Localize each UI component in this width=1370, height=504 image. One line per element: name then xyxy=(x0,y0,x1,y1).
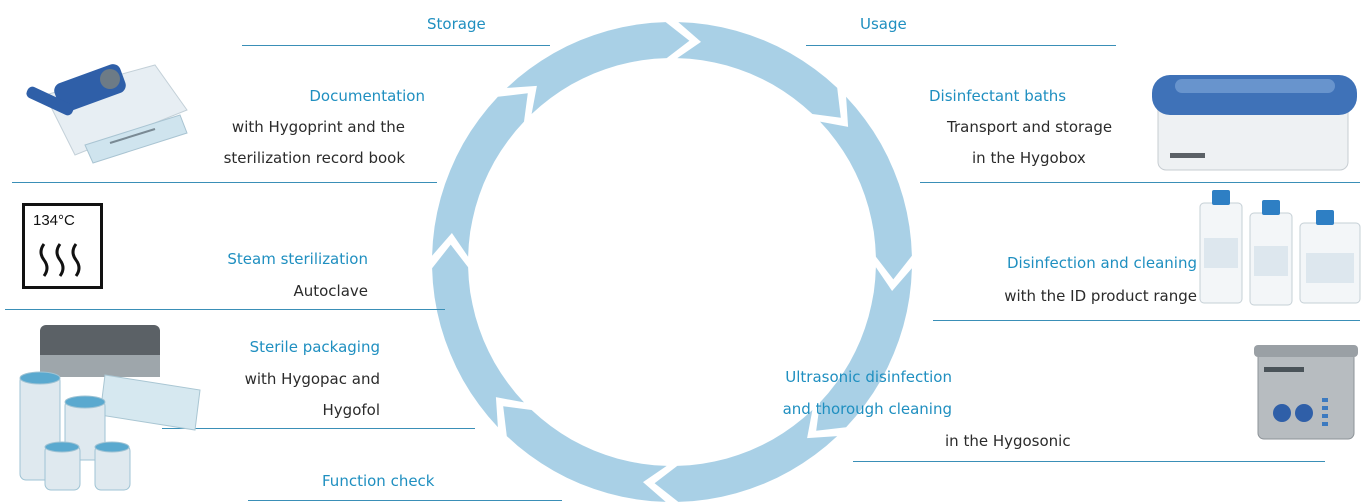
cycle-arrow-segment xyxy=(677,22,841,118)
packaging-title: Sterile packaging xyxy=(249,338,380,356)
ultrasonic-rule xyxy=(853,461,1325,462)
function-check-title: Function check xyxy=(322,472,435,490)
function-check-rule xyxy=(248,500,562,501)
cycle-arrow-segment xyxy=(816,267,912,431)
usage-rule xyxy=(806,45,1116,46)
steam-title: Steam sterilization xyxy=(227,250,368,268)
packaging-rule xyxy=(162,428,475,429)
cycle-arrow-segment xyxy=(654,410,838,502)
baths-rule xyxy=(920,182,1360,183)
packaging-line-1: with Hygopac and xyxy=(244,370,380,388)
cycle-arrow-segment xyxy=(503,406,667,502)
storage-title: Storage xyxy=(427,15,486,33)
hygobox-illustration xyxy=(1152,75,1357,171)
steam-rule xyxy=(5,309,445,310)
steam-waves-icon xyxy=(39,243,81,277)
baths-line-2: in the Hygobox xyxy=(972,149,1086,167)
hygosonic-illustration xyxy=(1254,345,1358,440)
cycle-arrow-segment xyxy=(506,22,690,115)
hygoprint-illustration xyxy=(26,64,188,164)
cycle-arrow-segment xyxy=(820,96,912,280)
packaging-line-2: Hygofol xyxy=(322,401,380,419)
ultrasonic-line-1: in the Hygosonic xyxy=(945,432,1071,450)
documentation-line-1: with Hygoprint and the xyxy=(231,118,405,136)
disinfection-rule xyxy=(933,320,1360,321)
baths-line-1: Transport and storage xyxy=(947,118,1113,136)
storage-rule xyxy=(242,45,550,46)
steam-line-1: Autoclave xyxy=(293,282,368,300)
disinfectant-bottles-illustration xyxy=(1199,190,1361,306)
steam-sterilization-symbol: 134°C xyxy=(22,203,103,289)
documentation-line-2: sterilization record book xyxy=(223,149,405,167)
disinfection-line-1: with the ID product range xyxy=(1004,287,1197,305)
baths-title: Disinfectant baths xyxy=(929,87,1067,105)
hygopac-illustration xyxy=(19,325,201,491)
usage-title: Usage xyxy=(860,15,907,33)
cycle-arrow-segment xyxy=(432,244,524,428)
ultrasonic-title: Ultrasonic disinfection xyxy=(785,368,952,386)
ultrasonic-line-2: and thorough cleaning xyxy=(782,400,952,418)
disinfection-title: Disinfection and cleaning xyxy=(1007,254,1197,272)
documentation-title: Documentation xyxy=(309,87,425,105)
cycle-arrow-segment xyxy=(432,93,528,257)
documentation-rule xyxy=(12,182,437,183)
steam-temp-label: 134°C xyxy=(33,212,75,229)
